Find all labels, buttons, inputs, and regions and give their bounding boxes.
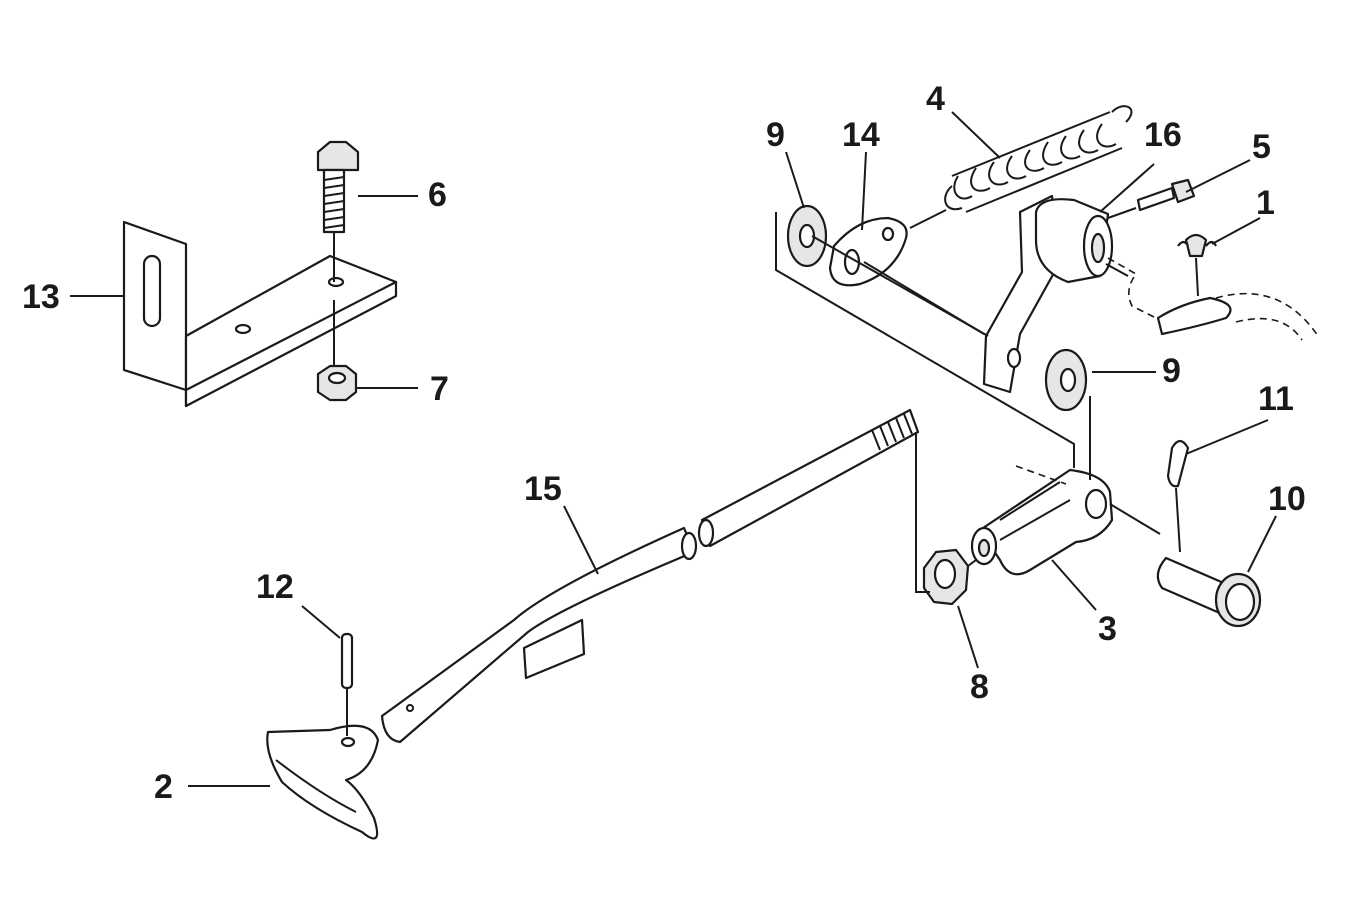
part-3-clevis bbox=[970, 465, 1114, 576]
part-6-bolt bbox=[316, 140, 360, 282]
callout-1: 1 bbox=[1256, 184, 1275, 222]
part-9-washer-lower bbox=[1044, 348, 1088, 412]
callout-labels: 13 6 7 15 12 2 9 14 4 16 5 1 9 11 10 3 8 bbox=[22, 80, 1306, 806]
callout-12: 12 bbox=[256, 568, 294, 606]
callout-4: 4 bbox=[926, 80, 945, 118]
part-12-roll-pin bbox=[340, 632, 354, 736]
part-16-lever-arm bbox=[982, 194, 1114, 394]
callout-8: 8 bbox=[970, 668, 989, 706]
part-7-nut bbox=[316, 300, 358, 402]
leader-lines bbox=[70, 111, 1277, 787]
callout-16: 16 bbox=[1144, 116, 1182, 154]
part-14-spring-plate bbox=[828, 216, 908, 287]
callout-2: 2 bbox=[154, 768, 173, 806]
callout-9-upper: 9 bbox=[766, 116, 785, 154]
callout-3: 3 bbox=[1098, 610, 1117, 648]
assembly-guide-lines bbox=[775, 212, 1161, 593]
part-11-cotter-pin bbox=[1166, 439, 1190, 553]
callout-15: 15 bbox=[524, 470, 562, 508]
callout-10: 10 bbox=[1268, 480, 1306, 518]
part-2-t-handle bbox=[266, 724, 380, 840]
part-13-l-bracket bbox=[122, 220, 398, 408]
callout-9-lower: 9 bbox=[1162, 352, 1181, 390]
part-8-jam-nut bbox=[922, 548, 970, 606]
callout-11: 11 bbox=[1258, 380, 1294, 418]
part-9-washer-upper bbox=[786, 204, 828, 268]
callout-13: 13 bbox=[22, 278, 60, 316]
part-4-extension-spring bbox=[909, 105, 1133, 229]
part-10-clevis-pin bbox=[1156, 556, 1262, 628]
callout-7: 7 bbox=[430, 370, 449, 408]
callout-14: 14 bbox=[842, 116, 880, 154]
callout-5: 5 bbox=[1252, 128, 1271, 166]
part-5-screw bbox=[1107, 178, 1196, 219]
part-15-rod bbox=[380, 408, 920, 744]
part-1-grease-nipple bbox=[1107, 233, 1319, 341]
callout-6: 6 bbox=[428, 176, 447, 214]
